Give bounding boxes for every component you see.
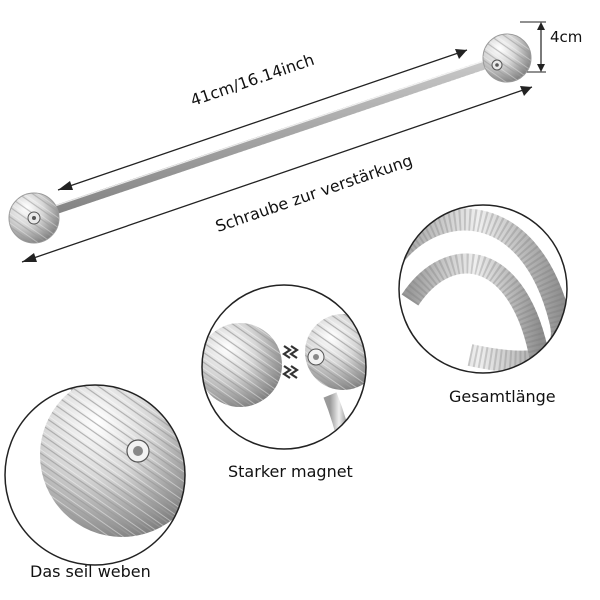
left-magnet-ball	[8, 192, 60, 244]
weave-rope-label: Das seil weben	[30, 562, 151, 581]
strong-magnet-label: Starker magnet	[228, 462, 353, 481]
right-magnet-ball	[482, 33, 532, 83]
magnet-attraction-icon	[282, 345, 299, 379]
cord-detail-circle	[398, 204, 568, 374]
height-label: 4cm	[550, 28, 583, 46]
weave-detail-circle	[4, 384, 186, 566]
total-length-label: Gesamtlänge	[449, 387, 556, 406]
length-dimension-arrow	[57, 49, 468, 191]
magnet-detail-circle	[201, 284, 367, 450]
magnetic-tieback-rod	[35, 53, 510, 220]
screw-dimension-arrow	[21, 86, 533, 263]
